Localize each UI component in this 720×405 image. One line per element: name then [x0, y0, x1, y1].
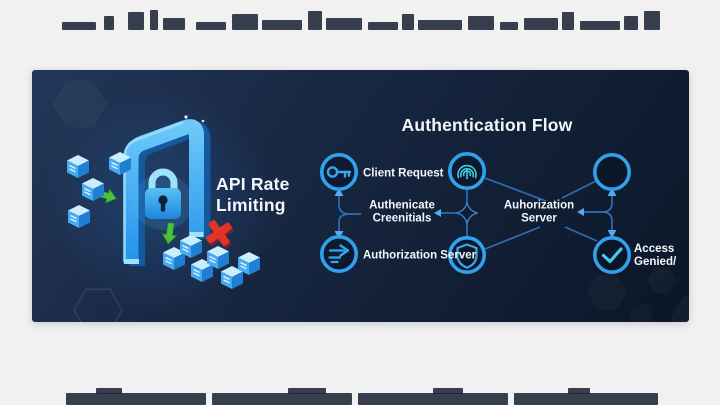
empty-node	[592, 153, 631, 192]
red-x-icon	[206, 220, 234, 249]
flow-connectors	[338, 177, 613, 250]
sparkle-dots	[184, 115, 205, 123]
flow-nodes	[319, 152, 631, 275]
access-denied-label-line1: Access	[634, 243, 674, 255]
authenticate-credentials-label-line1: Authenicate	[369, 200, 435, 212]
send-arrow-icon	[328, 244, 350, 264]
flow-title: Authentication Flow	[401, 115, 572, 135]
infographic-card: API Rate Limiting Authentication Flow	[32, 70, 689, 322]
key-icon	[326, 166, 352, 178]
fingerprint-icon	[457, 164, 477, 180]
api-rate-limiting-title-line1: API Rate	[216, 174, 290, 194]
checkmark-icon	[601, 247, 623, 264]
access-denied-label-line2: Genied/	[634, 256, 677, 268]
flow-arrowheads	[334, 188, 617, 239]
rate-limit-illustration: API Rate Limiting	[66, 115, 290, 290]
cropped-panel-above	[0, 10, 720, 30]
spark-diamond-decoration	[456, 202, 478, 224]
client-request-label: Client Request	[363, 168, 444, 180]
authorization-server-node	[319, 235, 358, 274]
shield-node	[447, 236, 486, 275]
authorization-server-center-label-line2: Server	[521, 213, 557, 225]
shield-icon	[456, 243, 478, 269]
access-node	[592, 236, 631, 275]
authorization-server-label: Authorization Server	[363, 250, 477, 262]
authenticate-credentials-label-line2: Creenitials	[373, 213, 432, 225]
padlock-icon	[133, 168, 193, 230]
authentication-flow-diagram: Authentication Flow	[319, 115, 677, 275]
cropped-panel-below	[0, 388, 720, 405]
api-rate-limiting-title-line2: Limiting	[216, 195, 286, 215]
infographic-canvas: API Rate Limiting Authentication Flow	[45, 85, 677, 322]
authorization-server-center-label-line1: Auhorization	[504, 200, 574, 212]
